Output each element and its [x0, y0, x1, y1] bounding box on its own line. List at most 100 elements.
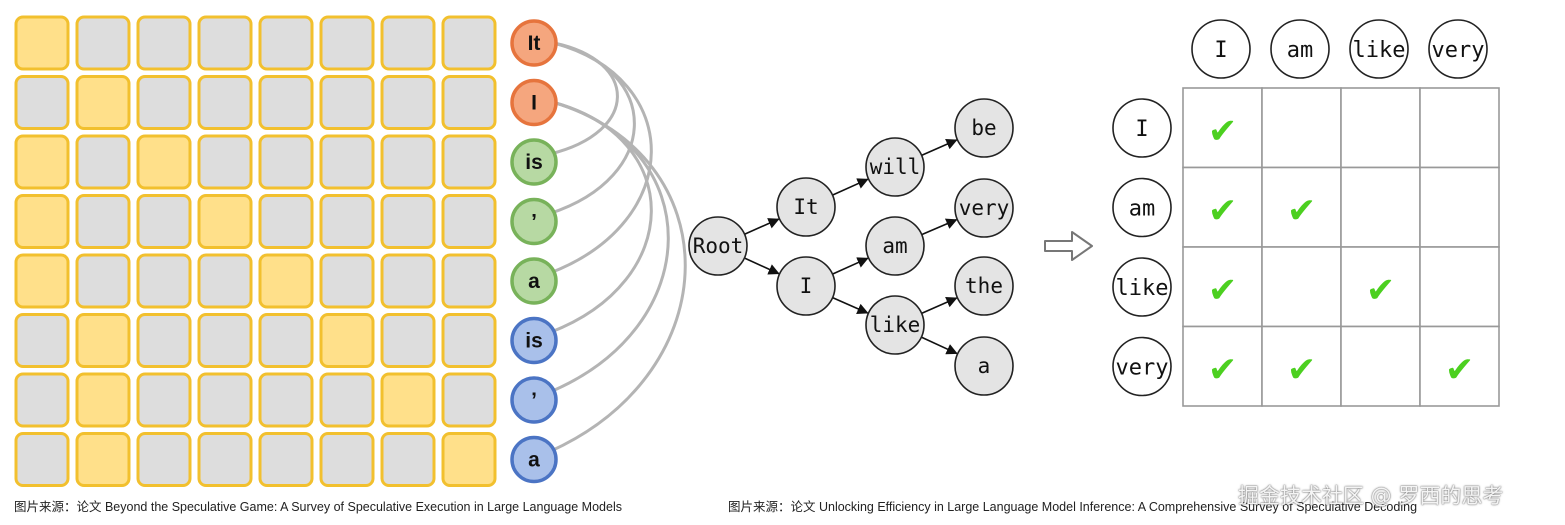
tree-node-label: Root: [693, 234, 744, 258]
grid-cell: [197, 75, 253, 130]
grid-cell: [441, 253, 497, 309]
grid-cell: [197, 432, 253, 487]
row-header-label: very: [1116, 356, 1169, 381]
tree-node-label: I: [800, 274, 813, 298]
grid-cell: [14, 432, 70, 487]
token-label: ’: [531, 211, 537, 234]
tree-edge: [744, 257, 780, 275]
grid-cell: [258, 372, 314, 428]
token-node: I: [510, 78, 558, 127]
grid-cell: [197, 194, 253, 249]
grid-cell: [441, 313, 497, 368]
token-link: [549, 41, 653, 275]
row-header: very: [1112, 336, 1172, 397]
check-icon: ✔: [1447, 344, 1471, 390]
matrix-cell: [1419, 87, 1500, 169]
grid-cell: [319, 15, 375, 71]
column-header-circle: [1349, 19, 1409, 79]
grid-cell: [75, 134, 131, 190]
token-label: a: [528, 270, 540, 293]
tree-node-the: the: [954, 256, 1014, 316]
grid-cell: [258, 75, 314, 130]
tree-node-label: It: [793, 195, 818, 219]
tree-edge: [921, 296, 958, 315]
token-node: ’: [510, 197, 558, 246]
column-header-label: like: [1353, 38, 1406, 63]
grid-cell: [197, 134, 253, 190]
matrix-cell: [1419, 246, 1500, 328]
tree-node-circle: [688, 216, 748, 276]
grid-cell: [136, 432, 192, 487]
token-circle: [510, 316, 558, 365]
grid-cell: [14, 313, 70, 368]
matrix-cell: [1419, 166, 1500, 248]
tree-node-label: like: [870, 313, 921, 337]
grid-cell: [75, 253, 131, 309]
grid-cell: [14, 15, 70, 71]
check-icon: ✔: [1289, 344, 1313, 390]
tree-node-circle: [954, 336, 1014, 396]
token-link: [549, 101, 653, 334]
token-circle: [510, 19, 558, 67]
grid-cell: [380, 432, 436, 487]
grid-cell: [75, 15, 131, 71]
token-node: is: [510, 138, 558, 186]
grid-cell: [258, 432, 314, 487]
tree-node-label: a: [978, 354, 991, 378]
matrix-cell: [1182, 166, 1263, 248]
grid-cell: [136, 253, 192, 309]
check-icon: ✔: [1210, 106, 1234, 152]
column-header-circle: [1270, 19, 1330, 79]
attention-grid: [14, 15, 497, 487]
grid-cell: [197, 253, 253, 309]
grid-cell: [14, 194, 70, 249]
grid-cell: [136, 15, 192, 71]
grid-cell: [380, 194, 436, 249]
column-header-label: very: [1432, 38, 1485, 63]
grid-cell: [319, 313, 375, 368]
grid-cell: [197, 313, 253, 368]
grid-cell: [319, 372, 375, 428]
row-header: like: [1112, 257, 1172, 317]
tree-node-very: very: [954, 178, 1014, 238]
tree-node-label: the: [965, 274, 1003, 298]
tree-node-circle: [865, 216, 925, 276]
grid-cell: [441, 15, 497, 71]
grid-cell: [441, 75, 497, 130]
token-label: is: [525, 151, 543, 174]
check-icon: ✔: [1210, 265, 1234, 311]
right-caption: 图片来源：论文 Unlocking Efficiency in Large La…: [728, 500, 1418, 514]
left-caption: 图片来源：论文 Beyond the Speculative Game: A S…: [14, 500, 622, 514]
tree-node-circle: [865, 137, 925, 197]
grid-cell: [380, 313, 436, 368]
row-header-label: I: [1135, 117, 1148, 142]
check-icon: ✔: [1368, 265, 1392, 311]
check-icon: ✔: [1210, 344, 1234, 390]
token-node: a: [510, 435, 558, 484]
grid-cell: [75, 313, 131, 368]
grid-cell: [75, 372, 131, 428]
grid-cell: [258, 194, 314, 249]
tree-node-circle: [954, 178, 1014, 238]
row-header-circle: [1112, 257, 1172, 317]
matrix-cell: [1419, 325, 1500, 407]
tree-node-am: am: [865, 216, 925, 276]
row-header-circle: [1112, 177, 1172, 238]
check-icon: ✔: [1289, 185, 1313, 231]
tree-edge: [832, 257, 869, 275]
grid-cell: [380, 134, 436, 190]
grid-cell: [258, 134, 314, 190]
matrix-cell: [1340, 87, 1421, 169]
grid-cell: [14, 253, 70, 309]
grid-cell: [14, 372, 70, 428]
grid-cell: [136, 313, 192, 368]
token-label: ’: [531, 389, 537, 412]
tree-node-i: I: [776, 256, 836, 316]
right-arrow-icon: [1044, 231, 1093, 261]
grid-cell: [197, 15, 253, 71]
row-header-circle: [1112, 98, 1172, 158]
grid-cell: [319, 432, 375, 487]
token-link: [549, 41, 636, 215]
